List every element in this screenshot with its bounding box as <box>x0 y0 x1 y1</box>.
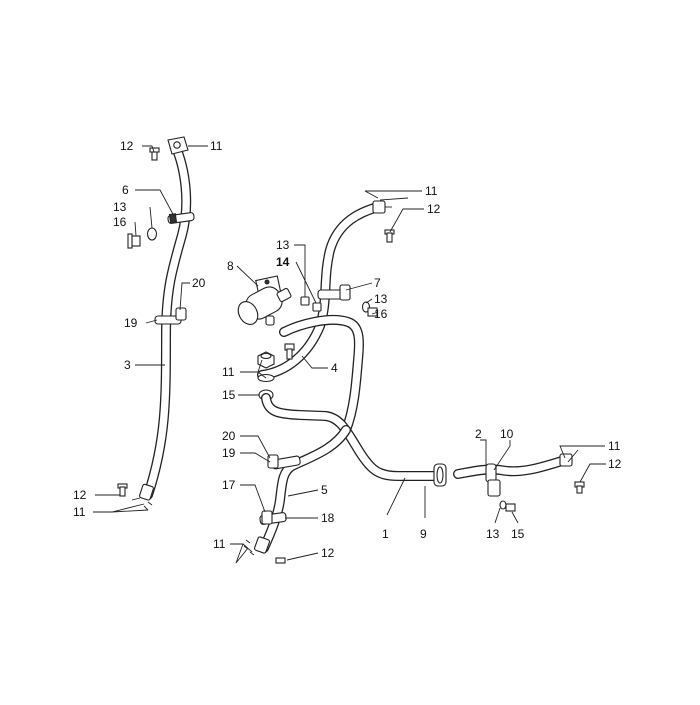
callout-13: 13 <box>374 292 388 306</box>
callout-16: 16 <box>113 215 127 229</box>
leader-lines <box>93 145 606 564</box>
callout-10: 10 <box>500 427 514 441</box>
ties-11-bottom-left <box>143 501 153 511</box>
callout-17: 17 <box>222 478 236 492</box>
tube-1 <box>261 393 443 481</box>
callout-2: 2 <box>475 427 482 441</box>
screw-12-bottom-middle <box>275 557 286 564</box>
callout-12: 12 <box>120 139 134 153</box>
callout-11: 11 <box>425 184 438 198</box>
callout-labels: 11 12 6 13 16 20 19 3 12 11 8 13 14 11 1… <box>73 139 622 560</box>
ties-11-bottom-middle <box>243 539 255 556</box>
pump-bolt <box>284 343 295 360</box>
callout-15: 15 <box>222 388 236 402</box>
callout-11: 11 <box>73 505 86 519</box>
washer-13-left <box>146 227 158 241</box>
outlet-tube-pump <box>279 314 364 435</box>
pump-8 <box>237 275 292 326</box>
clamp-19-middle <box>267 454 301 470</box>
callout-12: 12 <box>608 457 622 471</box>
clamp-18 <box>259 510 287 525</box>
callout-9: 9 <box>420 527 427 541</box>
callout-11: 11 <box>222 365 235 379</box>
screw-12-right <box>574 481 585 494</box>
nut-11 <box>257 351 275 369</box>
tube-3-bottom-fitting <box>131 483 154 501</box>
tube-4-top-fitting <box>372 200 392 214</box>
tube-3 <box>143 140 192 500</box>
clamp-7 <box>317 284 351 301</box>
screw-16-left <box>127 233 141 249</box>
sleeve-9 <box>433 463 447 487</box>
clamp-19-left <box>154 307 187 325</box>
clamp-6 <box>167 212 195 224</box>
callout-13: 13 <box>276 238 290 252</box>
callout-12: 12 <box>321 546 335 560</box>
callout-14: 14 <box>276 255 290 269</box>
callout-12: 12 <box>427 202 441 216</box>
tube-3-top-fitting <box>167 136 189 155</box>
callout-11: 11 <box>213 537 226 551</box>
tube-2 <box>453 455 570 479</box>
callout-13: 13 <box>113 200 127 214</box>
callout-12: 12 <box>73 488 87 502</box>
callout-13: 13 <box>486 527 500 541</box>
callout-1: 1 <box>382 527 389 541</box>
callout-19: 19 <box>124 316 138 330</box>
callout-18: 18 <box>321 511 335 525</box>
tube-2-end-fitting <box>559 453 573 467</box>
screw-12-top-left <box>149 147 160 161</box>
callout-5: 5 <box>321 483 328 497</box>
tube-5-end-fitting <box>253 536 271 554</box>
screw-15-right <box>505 503 516 512</box>
callout-4: 4 <box>331 361 338 375</box>
screw-12-bottom-left <box>117 483 128 497</box>
clamp-10 <box>485 463 501 497</box>
washer-13-right <box>499 500 507 510</box>
screws-13-14-pump <box>300 296 322 312</box>
callout-20: 20 <box>192 276 206 290</box>
callout-11: 11 <box>608 439 621 453</box>
callout-19: 19 <box>222 446 236 460</box>
callout-7: 7 <box>374 276 381 290</box>
callout-8: 8 <box>227 259 234 273</box>
callout-3: 3 <box>124 358 131 372</box>
tube-5 <box>259 425 351 553</box>
callout-6: 6 <box>122 183 129 197</box>
callout-16: 16 <box>374 307 388 321</box>
callout-15: 15 <box>511 527 525 541</box>
callout-11: 11 <box>210 139 223 153</box>
callout-20: 20 <box>222 429 236 443</box>
screw-12-top-middle <box>384 229 395 243</box>
